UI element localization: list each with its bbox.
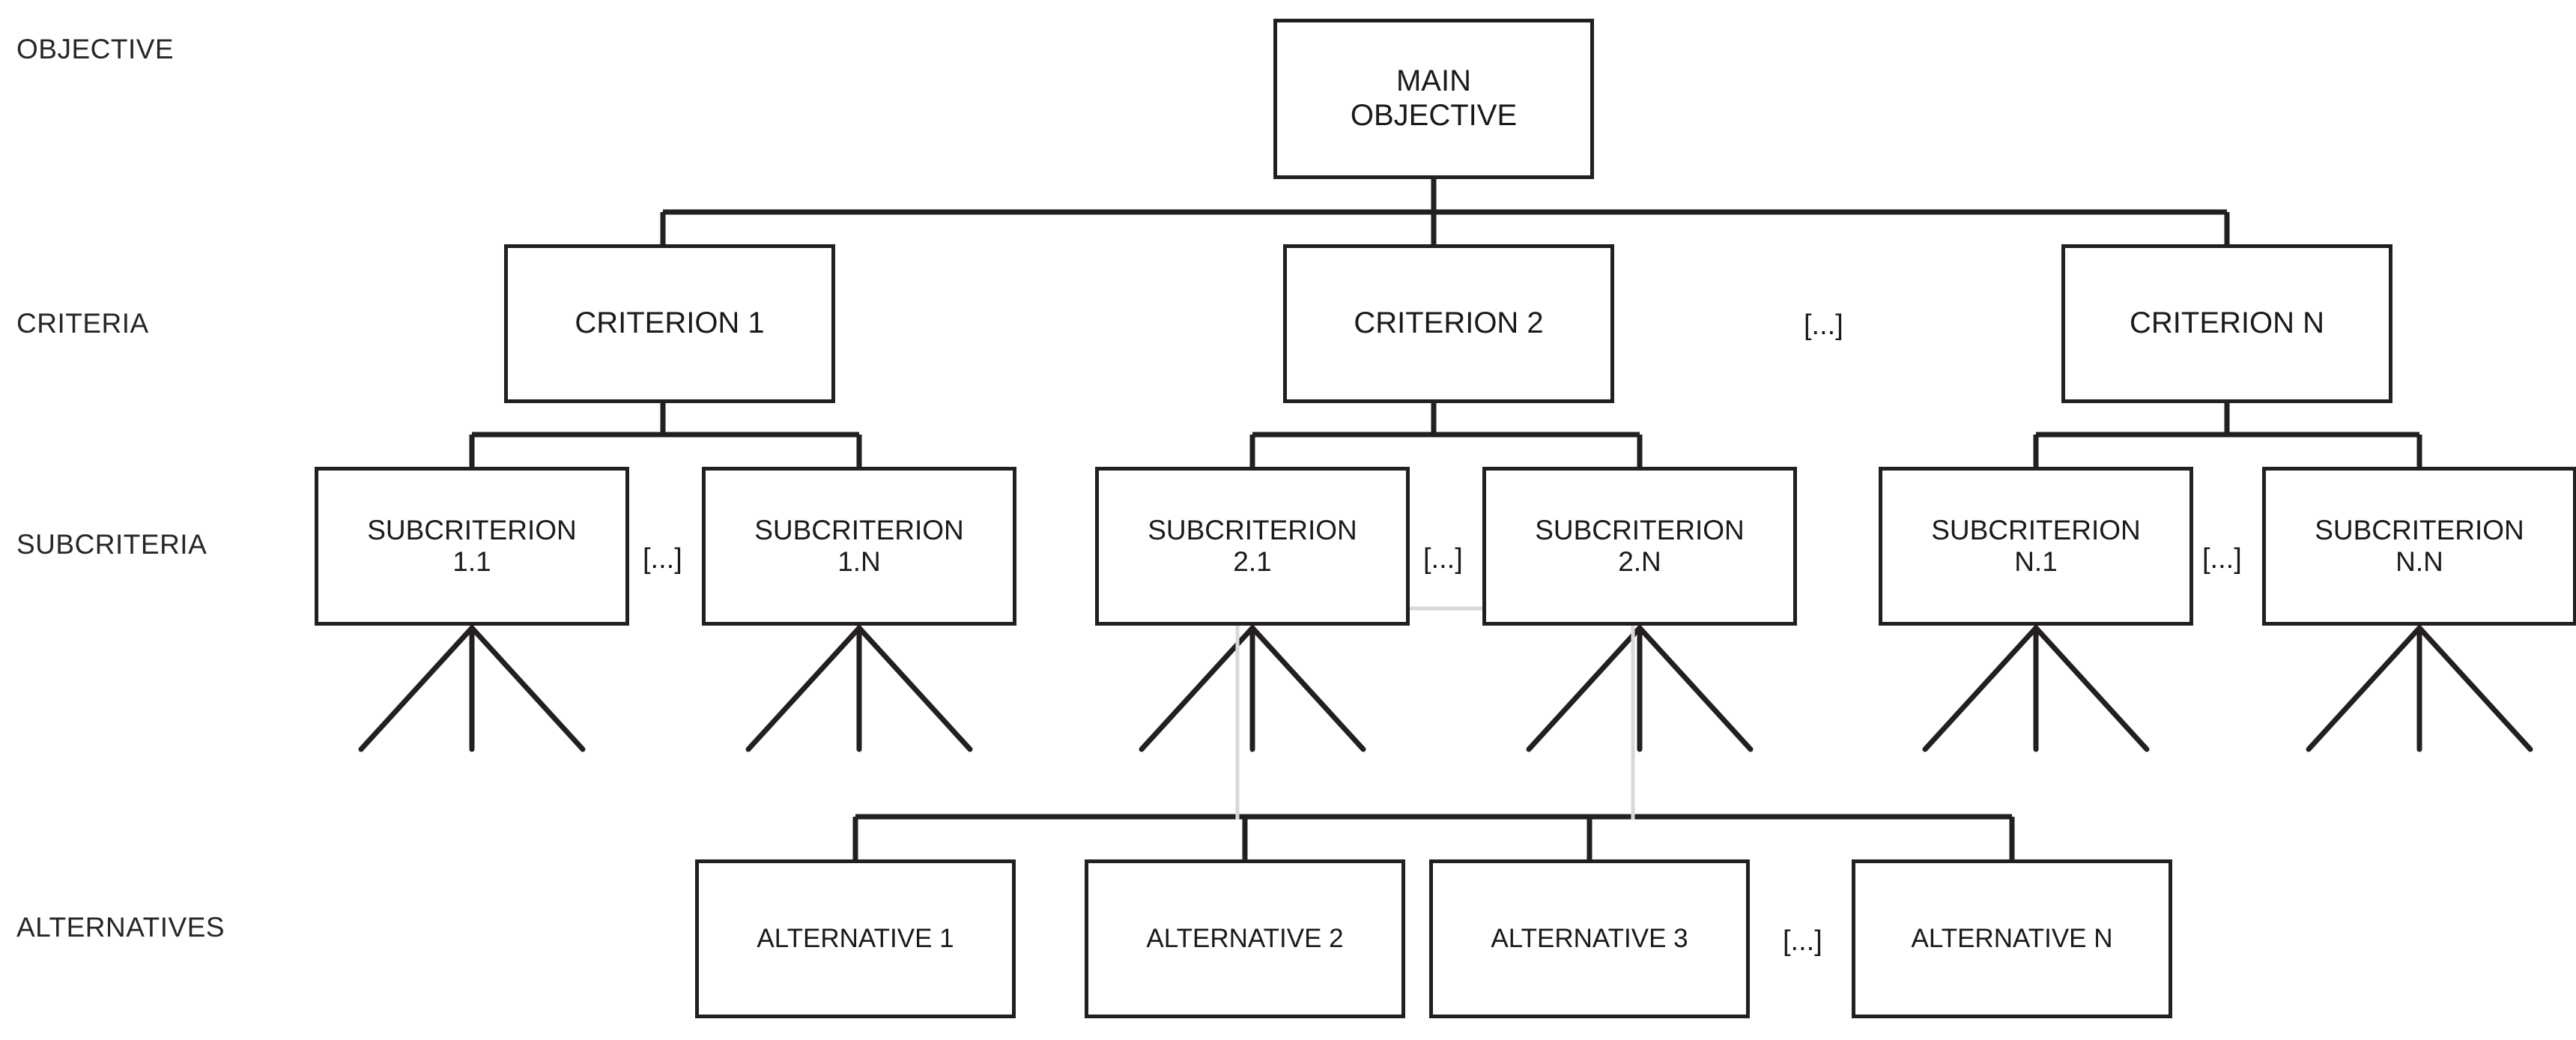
node-subcriterion-1-1-line-1: SUBCRITERION bbox=[367, 514, 577, 545]
fan-subcriterion-n-1 bbox=[1922, 625, 2150, 752]
node-alternative-3-label: ALTERNATIVE 3 bbox=[1491, 924, 1688, 954]
node-alternative-1-label: ALTERNATIVE 1 bbox=[757, 924, 954, 954]
node-subcriterion-2-n[interactable]: SUBCRITERION 2.N bbox=[1482, 467, 1797, 626]
row-label-subcriteria: SUBCRITERIA bbox=[16, 529, 207, 560]
fan-subcriterion-2-n bbox=[1526, 625, 1754, 752]
node-subcriterion-n-n-line-2: N.N bbox=[2395, 546, 2443, 577]
node-alternative-1[interactable]: ALTERNATIVE 1 bbox=[695, 859, 1016, 1018]
node-criterion-n-label: CRITERION N bbox=[2130, 306, 2324, 340]
node-alternative-n[interactable]: ALTERNATIVE N bbox=[1852, 859, 2172, 1018]
node-alternative-3[interactable]: ALTERNATIVE 3 bbox=[1429, 859, 1750, 1018]
node-criterion-1[interactable]: CRITERION 1 bbox=[504, 244, 835, 403]
node-subcriterion-1-n[interactable]: SUBCRITERION 1.N bbox=[702, 467, 1016, 626]
fan-subcriterion-1-1 bbox=[358, 625, 586, 752]
ellipsis-subcriteria-n: [...] bbox=[2202, 543, 2242, 575]
node-subcriterion-2-n-line-1: SUBCRITERION bbox=[1535, 514, 1745, 545]
fan-subcriterion-n-n bbox=[2306, 625, 2533, 752]
ellipsis-alternatives: [...] bbox=[1783, 925, 1822, 957]
node-subcriterion-n-1-line-2: N.1 bbox=[2014, 546, 2058, 577]
faint-linkage-subcriteria-2-alternatives bbox=[1235, 606, 1635, 820]
fan-subcriterion-2-1 bbox=[1139, 625, 1366, 752]
node-main-objective[interactable]: MAIN OBJECTIVE bbox=[1273, 19, 1594, 179]
ellipsis-criteria: [...] bbox=[1804, 309, 1843, 341]
node-criterion-1-label: CRITERION 1 bbox=[575, 306, 765, 340]
row-label-objective: OBJECTIVE bbox=[16, 34, 175, 64]
node-subcriterion-2-n-line-2: 2.N bbox=[1618, 546, 1661, 577]
node-subcriterion-1-n-line-1: SUBCRITERION bbox=[754, 514, 964, 545]
row-label-alternatives: ALTERNATIVES bbox=[16, 912, 225, 943]
node-alternative-n-label: ALTERNATIVE N bbox=[1911, 924, 2113, 954]
node-subcriterion-2-1-line-1: SUBCRITERION bbox=[1148, 514, 1357, 545]
node-subcriterion-1-1-line-2: 1.1 bbox=[452, 546, 491, 577]
node-subcriterion-2-1-line-2: 2.1 bbox=[1233, 546, 1272, 577]
node-alternative-2-label: ALTERNATIVE 2 bbox=[1146, 924, 1344, 954]
ellipsis-subcriteria-2: [...] bbox=[1423, 543, 1463, 575]
node-subcriterion-n-1[interactable]: SUBCRITERION N.1 bbox=[1879, 467, 2193, 626]
node-subcriterion-1-1[interactable]: SUBCRITERION 1.1 bbox=[315, 467, 629, 626]
node-subcriterion-n-1-line-1: SUBCRITERION bbox=[1931, 514, 2141, 545]
node-criterion-n[interactable]: CRITERION N bbox=[2061, 244, 2392, 403]
node-main-objective-line-2: OBJECTIVE bbox=[1350, 99, 1518, 132]
node-alternative-2[interactable]: ALTERNATIVE 2 bbox=[1085, 859, 1405, 1018]
node-subcriterion-n-n-line-1: SUBCRITERION bbox=[2315, 514, 2524, 545]
row-label-criteria: CRITERIA bbox=[16, 308, 149, 339]
node-subcriterion-2-1[interactable]: SUBCRITERION 2.1 bbox=[1095, 467, 1410, 626]
node-criterion-2-label: CRITERION 2 bbox=[1354, 306, 1544, 340]
node-criterion-2[interactable]: CRITERION 2 bbox=[1283, 244, 1614, 403]
ellipsis-subcriteria-1: [...] bbox=[643, 543, 682, 575]
node-subcriterion-1-n-line-2: 1.N bbox=[837, 546, 881, 577]
fan-subcriterion-1-n bbox=[745, 625, 973, 752]
node-subcriterion-n-n[interactable]: SUBCRITERION N.N bbox=[2262, 467, 2576, 626]
node-main-objective-line-1: MAIN bbox=[1395, 64, 1471, 98]
